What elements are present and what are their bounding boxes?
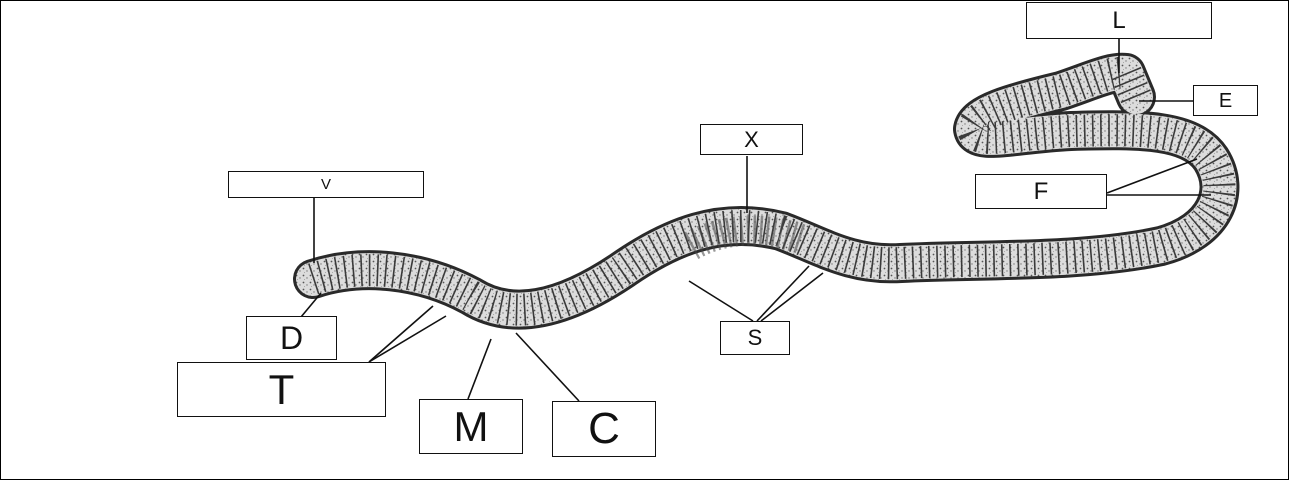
leader-t-2 [368, 315, 447, 363]
leader-d [300, 292, 322, 318]
leader-s-2 [756, 265, 810, 322]
leader-c [515, 332, 580, 402]
label-F: F [975, 174, 1107, 209]
leader-s-1 [688, 280, 754, 322]
label-S: S [720, 321, 790, 355]
label-C: C [552, 401, 656, 457]
leader-s-3 [760, 272, 824, 322]
label-E: E [1193, 85, 1258, 116]
leader-m [467, 338, 492, 400]
leader-t-1 [368, 305, 434, 363]
label-L: L [1026, 2, 1212, 39]
worm-band [683, 215, 806, 260]
leader-lines [300, 39, 1211, 402]
label-D: D [246, 316, 337, 360]
worm-body [296, 55, 1237, 327]
label-T: T [177, 362, 386, 417]
label-M: M [419, 399, 523, 454]
leader-f-1 [1106, 158, 1198, 194]
label-V: V [228, 171, 424, 198]
label-X: X [700, 124, 803, 155]
